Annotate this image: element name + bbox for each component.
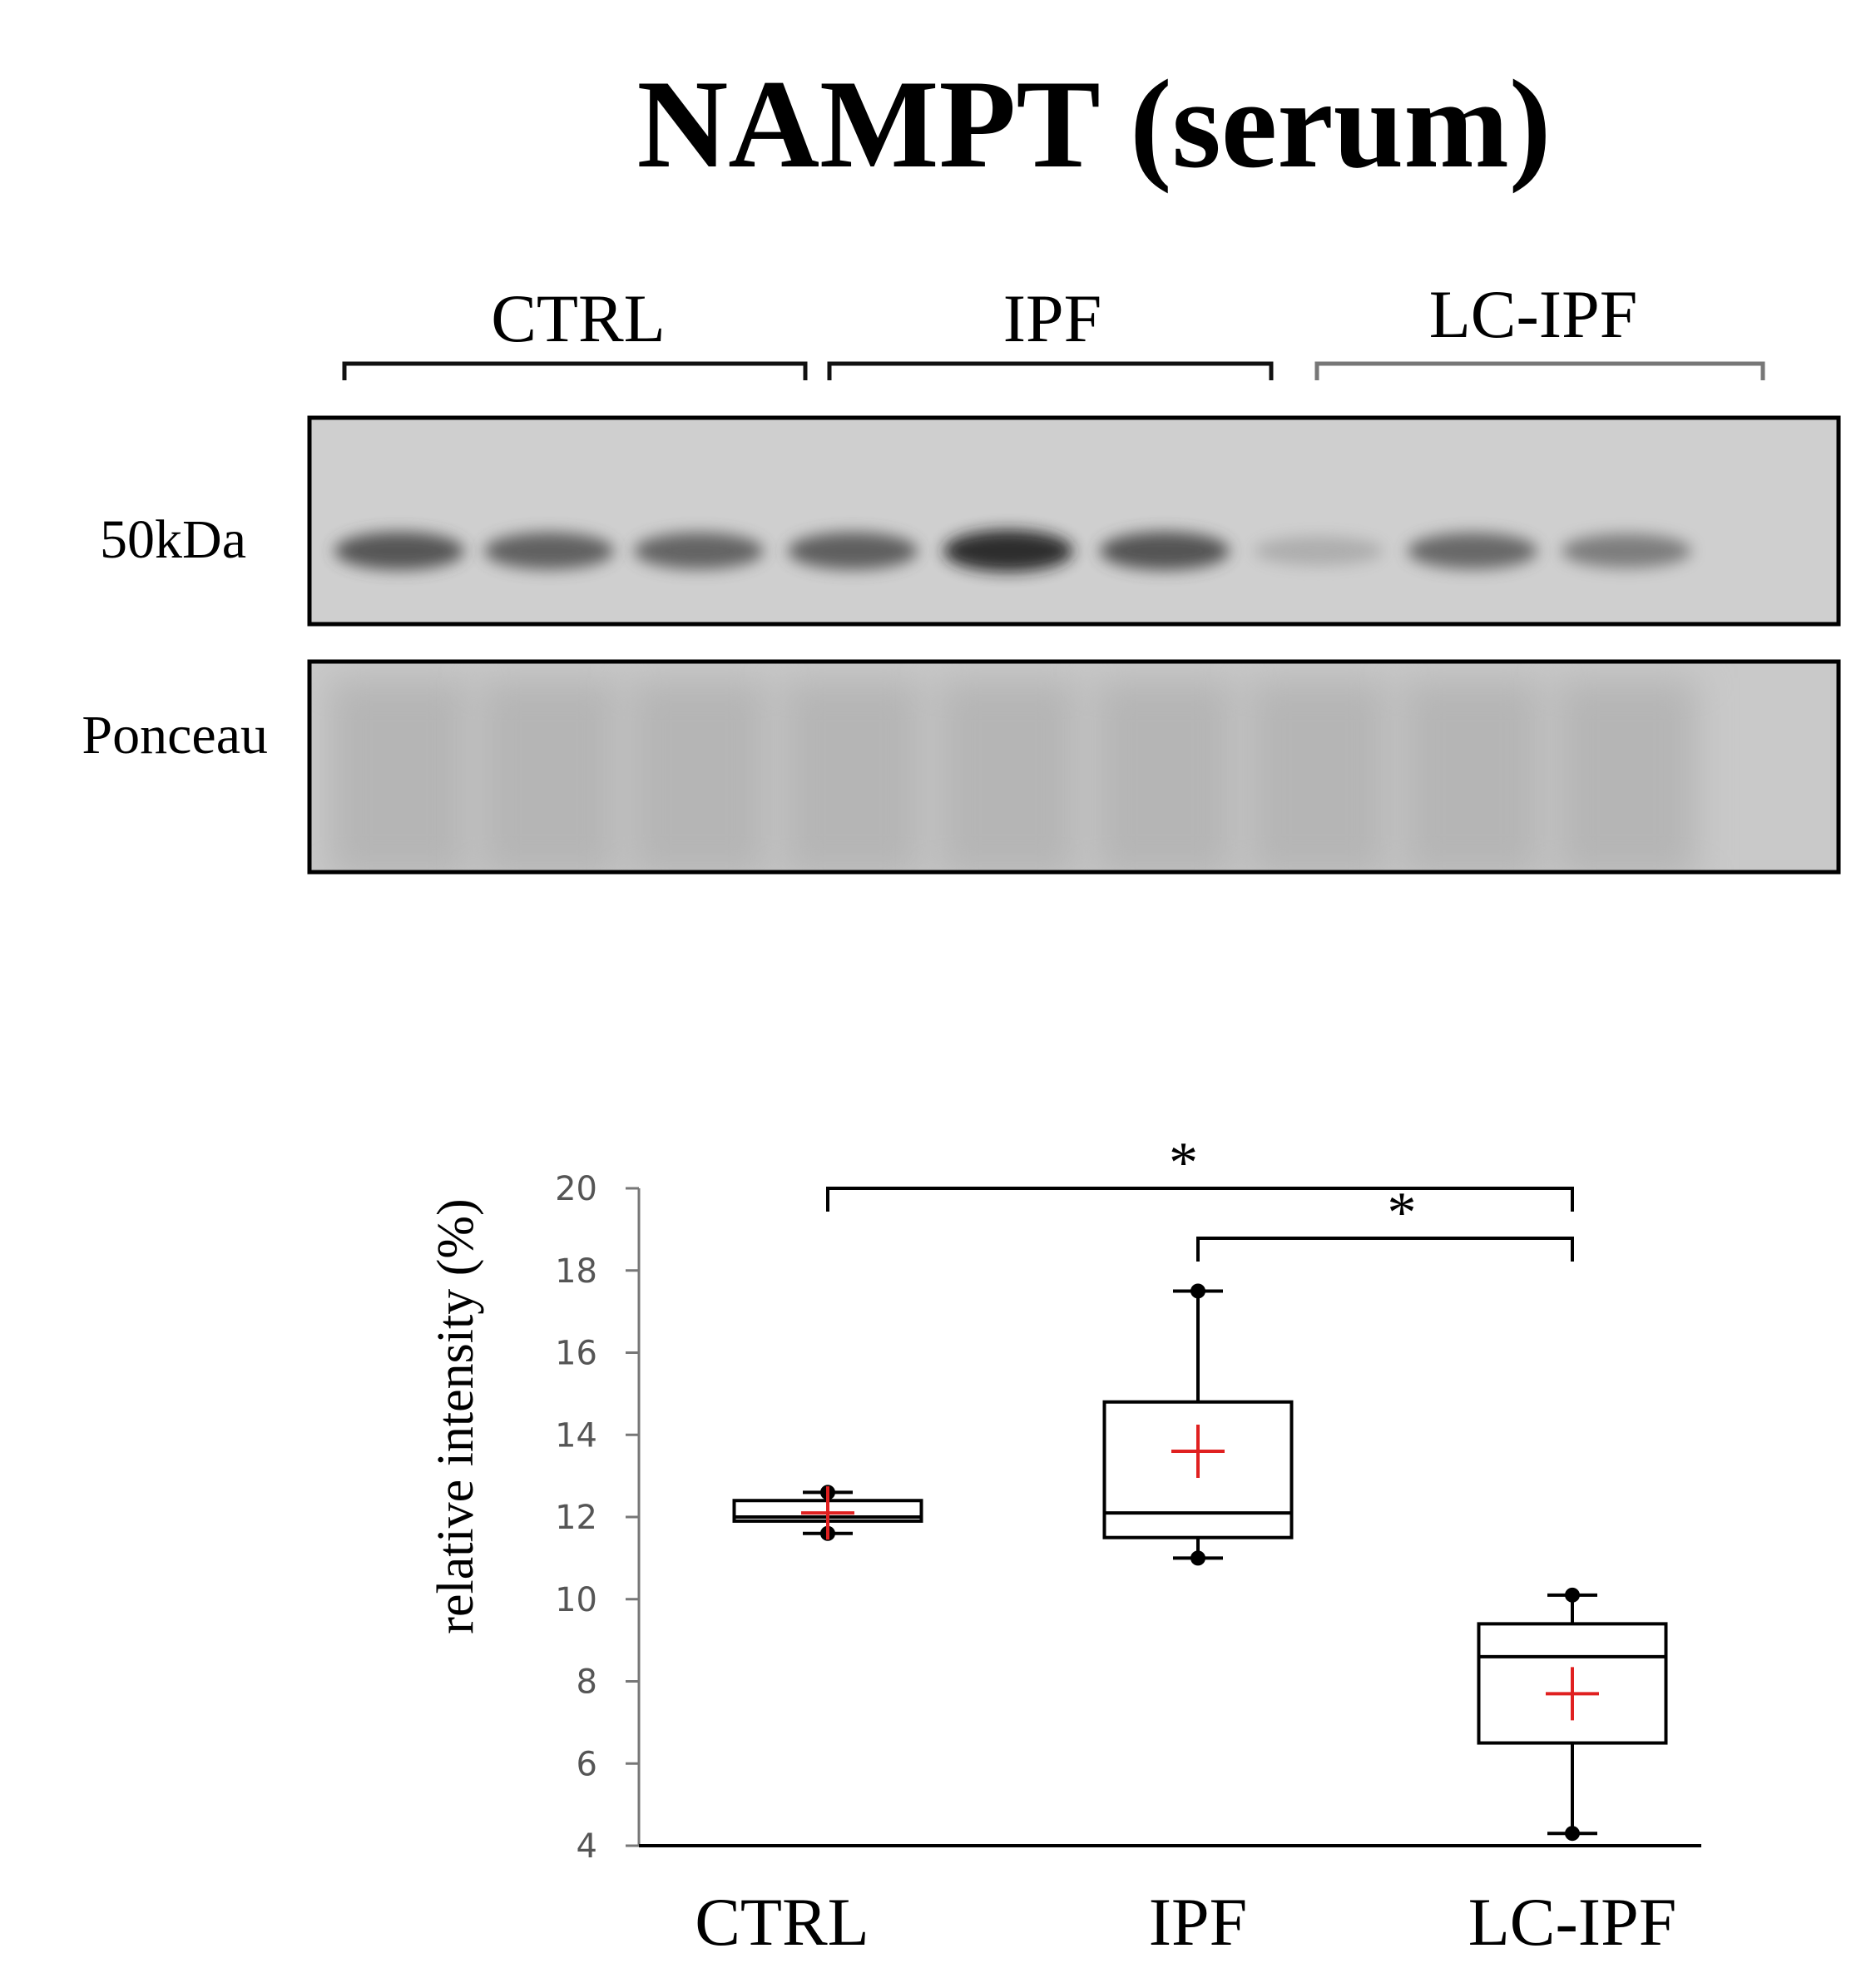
ponceau-lane [329,678,470,872]
boxes [732,1283,1668,1842]
y-tick-label: 12 [555,1499,597,1537]
significance-bracket [826,1187,1574,1212]
ponceau-lane [1402,678,1543,872]
y-tick-label: 20 [555,1170,597,1208]
box-lc-ipf [1477,1587,1668,1842]
blot-panel-nampt [307,415,1841,627]
blot-band [1100,532,1230,570]
ponceau-lane [1094,678,1235,872]
blot-bracket-ipf [827,361,1274,380]
blot-band [943,529,1073,573]
x-tick-label: IPF [1149,1884,1248,1960]
figure-title: NAMPT (serum) [637,54,1552,194]
blot-band [634,533,764,569]
blot-loading-label: Ponceau [82,705,268,766]
ponceau-lane [628,678,770,872]
mean-marker [801,1486,854,1540]
blot-panel-ponceau [307,659,1841,875]
y-tick-label: 8 [577,1663,597,1702]
min-point [1190,1550,1205,1566]
blot-band [334,532,464,570]
significance-bracket [1196,1237,1574,1262]
blot-group-label-ctrl: CTRL [491,280,666,356]
ponceau-lane [782,678,923,872]
blot-group-brackets [342,361,1765,380]
blot-band [1408,533,1537,569]
y-tick-label: 14 [555,1416,597,1455]
box-ipf [1102,1283,1294,1566]
y-tick-label: 10 [555,1581,597,1619]
mean-marker [1171,1425,1225,1478]
x-tick-label: CTRL [695,1884,869,1960]
y-tick-label: 18 [555,1252,597,1291]
y-tick-label: 6 [577,1745,597,1783]
blot-group-label-lc-ipf: LC-IPF [1429,276,1638,352]
max-point [1565,1587,1580,1603]
y-axis: 4 6 8 10 12 14 16 18 20 [555,1170,1701,1866]
blot-band-label: 50kDa [100,509,246,570]
blot-group-labels: CTRL IPF LC-IPF [491,276,1637,356]
blot-band [484,532,614,570]
box-plot: relative intensity (%) 4 6 8 10 12 14 16 18 20 *… [428,1131,1701,1960]
box-ctrl [732,1485,923,1541]
significance-label: * [1388,1181,1417,1245]
ponceau-lane [1556,678,1697,872]
y-axis-label: relative intensity (%) [428,1198,484,1634]
significance-label: * [1169,1131,1198,1195]
x-tick-label: LC-IPF [1468,1884,1677,1960]
ponceau-lane [1248,678,1389,872]
y-tick-label: 16 [555,1335,597,1373]
ponceau-lane [478,678,620,872]
blot-band [788,532,918,570]
x-axis-labels: CTRL IPF LC-IPF [695,1884,1676,1960]
mean-marker [1546,1667,1599,1721]
max-point [1190,1283,1205,1299]
blot-bracket-ctrl [342,361,808,380]
blot-bracket-lc-ipf [1314,361,1765,380]
min-point [1565,1826,1580,1842]
blot-group-label-ipf: IPF [1003,280,1102,356]
significance-brackets: ** [826,1131,1574,1262]
y-tick-label: 4 [577,1827,597,1866]
blot-band [1562,533,1691,568]
ponceau-lane [938,678,1079,872]
blot-band [1254,536,1383,566]
